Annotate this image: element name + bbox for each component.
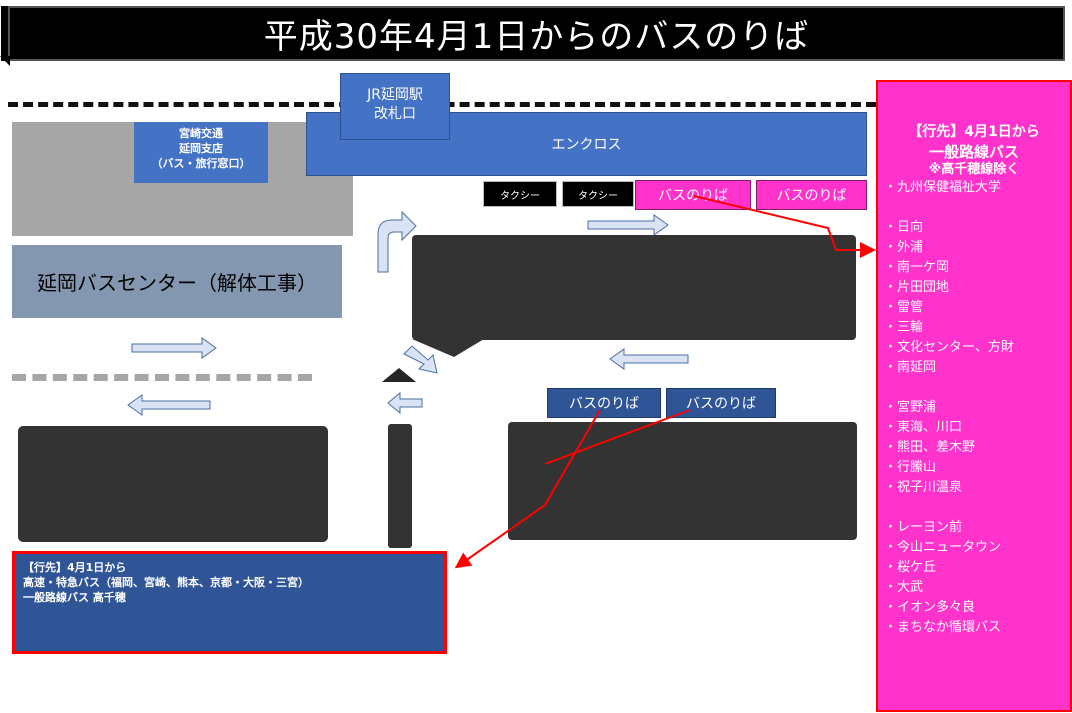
traffic-arrow-right (587, 214, 669, 236)
miyazaki-kotsu-office: 宮崎交通 延岡支店 （バス・旅行窓口） (134, 122, 268, 183)
guide-line-pink (693, 195, 876, 258)
destination-item: ・雷管 (884, 300, 924, 315)
dest-left-local: 一般路線バス 高千穂 (23, 591, 126, 604)
traffic-arrow-left (387, 391, 423, 415)
traffic-arrow-diagonal (403, 345, 438, 374)
lower-left-island (18, 426, 328, 542)
destination-item: ・祝子川温泉 (884, 480, 963, 495)
destination-item: ・熊田、差木野 (884, 440, 976, 455)
dest-right-heading: 【行先】4月1日から (908, 124, 1040, 140)
upper-island-notch (412, 339, 484, 357)
office-branch: 延岡支店 (179, 142, 223, 155)
destination-item: ・南一ケ岡 (884, 260, 950, 275)
title-corner (0, 56, 10, 66)
destination-item: ・行縢山 (884, 460, 937, 475)
median-strip (388, 424, 412, 548)
destination-item: ・片田団地 (884, 280, 950, 295)
office-name: 宮崎交通 (179, 127, 223, 140)
page-title: 平成30年4月1日からのバスのりば (8, 6, 1065, 61)
destination-item: ・宮野浦 (884, 400, 937, 415)
traffic-arrow-right (131, 337, 217, 359)
bus-stop-pink: バスのりば (756, 180, 867, 210)
bus-center-block: 延岡バスセンター（解体工事） (12, 245, 342, 318)
destination-item: ・大武 (884, 580, 924, 595)
destination-panel-left: 【行先】4月1日から 高速・特急バス（福岡、宮崎、熊本、京都・大阪・三宮） 一般… (12, 551, 447, 654)
title-accent (1, 6, 9, 61)
destination-item: ・イオン多々良 (884, 600, 976, 615)
jr-station-gate: JR延岡駅 改札口 (340, 73, 450, 140)
upper-island (412, 235, 856, 340)
list-gap (882, 498, 1066, 518)
dest-left-heading: 【行先】4月1日から (23, 561, 127, 574)
guide-line-blue (544, 409, 691, 465)
destination-item: ・今山ニュータウン (884, 540, 1002, 555)
list-gap (882, 378, 1066, 398)
destination-item: ・九州保健福祉大学 (884, 180, 1002, 195)
list-gap (882, 198, 1066, 218)
lower-right-island (508, 422, 857, 540)
traffic-arrow-left (127, 394, 211, 416)
station-name: JR延岡駅 (367, 87, 423, 103)
dest-right-note: ※高千穂線除く (928, 162, 1020, 177)
destination-item: ・レーヨン前 (884, 520, 963, 535)
destination-item: ・文化センター、方財 (884, 340, 1014, 355)
taxi-stand: タクシー (483, 181, 557, 207)
destination-item: ・三輪 (884, 320, 924, 335)
road-center-line (12, 374, 312, 381)
station-gate: 改札口 (374, 106, 416, 122)
destination-item: ・日向 (884, 220, 924, 235)
encross-label: エンクロス (551, 137, 622, 153)
destination-panel-right: 【行先】4月1日から 一般路線バス ※高千穂線除く ・九州保健福祉大学・日向・外… (876, 80, 1072, 712)
bus-center-label: 延岡バスセンター（解体工事） (37, 271, 317, 295)
destination-item: ・まちなか循環バス (884, 620, 1002, 635)
bus-stop-blue: バスのりば (547, 388, 661, 418)
taxi-stand: タクシー (562, 181, 634, 207)
office-service: （バス・旅行窓口） (151, 157, 251, 170)
destination-item: ・桜ケ丘 (884, 560, 937, 575)
dest-left-express: 高速・特急バス（福岡、宮崎、熊本、京都・大阪・三宮） (23, 576, 309, 589)
destination-item: ・東海、川口 (884, 420, 963, 435)
median-triangle (382, 368, 416, 382)
destination-list: ・九州保健福祉大学・日向・外浦・南一ケ岡・片田団地・雷管・三輪・文化センター、方… (882, 178, 1066, 638)
dest-right-subheading: 一般路線バス (928, 143, 1019, 161)
traffic-arrow-turn (377, 210, 417, 273)
guide-line-blue (454, 409, 601, 569)
destination-item: ・南延岡 (884, 360, 937, 375)
traffic-arrow-left (609, 348, 689, 370)
destination-item: ・外浦 (884, 240, 924, 255)
